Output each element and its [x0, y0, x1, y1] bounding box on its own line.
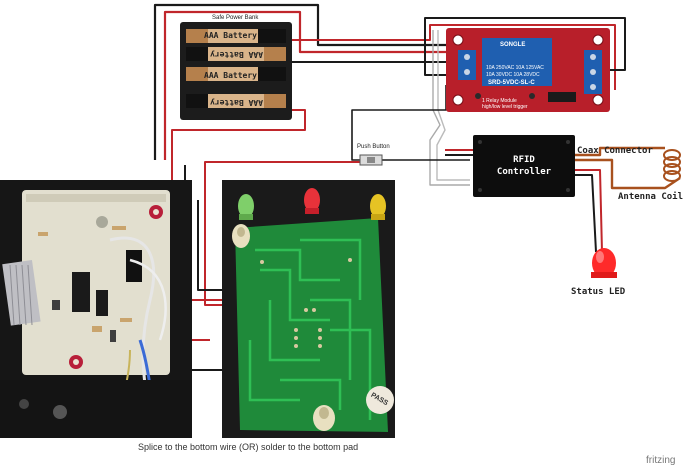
- relay-rating-line-1: 10A 250VAC 10A 125VAC: [486, 65, 544, 71]
- rfid-label-line-2: Controller: [496, 167, 552, 177]
- pass-sticker: [366, 386, 394, 414]
- push-button: [359, 154, 383, 166]
- antenna-coil: [663, 149, 681, 182]
- wire-coax: [575, 146, 665, 157]
- battery-cells: [186, 29, 286, 108]
- battery-pack: [180, 22, 292, 120]
- battery-label-3: AAA Battery: [204, 71, 257, 80]
- wire-black-led: [575, 174, 597, 253]
- relay-module-label: 1 Relay Module: [482, 98, 517, 104]
- battery-label-4: AAA Battery: [210, 98, 263, 107]
- pcb-red-led: [304, 188, 320, 214]
- relay-brand-label: SONGLE: [500, 42, 526, 48]
- wire-black-top-loop: [153, 3, 446, 160]
- left-board-photo: [0, 180, 192, 438]
- status-led-label: Status LED: [571, 287, 626, 297]
- right-board-photo: [222, 180, 395, 438]
- ic-chip-2: [96, 290, 108, 316]
- battery-label-2: AAA Battery: [210, 50, 263, 59]
- fritzing-watermark: fritzing: [646, 455, 676, 466]
- pcb-pads: [260, 258, 352, 348]
- antenna-coil-label: Antenna Coil: [618, 192, 684, 202]
- wire-red-battery-relay: [290, 24, 616, 90]
- wire-red-to-board: [204, 161, 360, 306]
- relay-terminal-left: [458, 50, 476, 80]
- wire-red-led: [575, 169, 603, 253]
- ic-chip-1: [72, 272, 90, 312]
- relay-rating-line-2: 10A 30VDC 10A 28VDC: [486, 72, 540, 78]
- power-bank-label: Safe Power Bank: [212, 15, 259, 21]
- relay-header-pins: [548, 92, 576, 102]
- push-button-label: Push Button: [357, 144, 390, 150]
- status-led: [591, 248, 617, 278]
- wire-gray-1: [429, 30, 470, 186]
- ribbon-cable: [2, 260, 41, 326]
- coax-connector-label: Coax Connector: [577, 146, 653, 156]
- battery-label-1: AAA Battery: [204, 31, 257, 40]
- rfid-label-line-1: RFID: [513, 155, 535, 165]
- pcb-yellow-led: [370, 194, 386, 220]
- rfid-controller: [473, 135, 575, 197]
- relay-model-label: SRD-5VDC-SL-C: [488, 80, 535, 86]
- wire-coax-return: [575, 158, 681, 190]
- pcb-traces: [248, 238, 372, 420]
- relay-coil-block: [482, 38, 552, 86]
- pcb-green-led: [238, 194, 254, 220]
- wire-gray-2: [436, 30, 470, 181]
- splice-note: Splice to the bottom wire (OR) solder to…: [138, 442, 359, 452]
- relay-trigger-label: high/low level trigger: [482, 104, 528, 110]
- wire-red-top-loop: [163, 10, 446, 160]
- ic-chip-3: [126, 250, 142, 282]
- relay-module: [446, 28, 610, 112]
- wire-black-relay-right: [424, 17, 626, 76]
